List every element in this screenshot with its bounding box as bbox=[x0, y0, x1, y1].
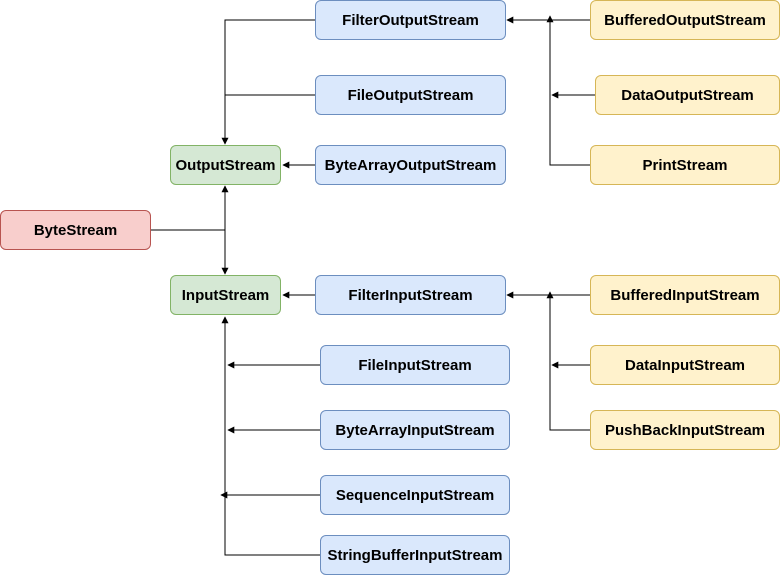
node-sequence-input-stream[interactable]: SequenceInputStream bbox=[320, 475, 510, 515]
node-input-stream[interactable]: InputStream bbox=[170, 275, 281, 315]
edge-printstream-filteroutputstream bbox=[546, 15, 590, 166]
node-filter-output-stream[interactable]: FilterOutputStream bbox=[315, 0, 506, 40]
edge-bytestream-outputstream bbox=[150, 185, 229, 231]
node-buffered-input-stream[interactable]: BufferedInputStream bbox=[590, 275, 780, 315]
edge-filteroutputstream-outputstream bbox=[221, 19, 315, 145]
node-byte-array-input-stream[interactable]: ByteArrayInputStream bbox=[320, 410, 510, 450]
node-file-output-stream[interactable]: FileOutputStream bbox=[315, 75, 506, 115]
node-data-input-stream[interactable]: DataInputStream bbox=[590, 345, 780, 385]
node-filter-input-stream[interactable]: FilterInputStream bbox=[315, 275, 506, 315]
node-file-input-stream[interactable]: FileInputStream bbox=[320, 345, 510, 385]
node-buffered-output-stream[interactable]: BufferedOutputStream bbox=[590, 0, 780, 40]
node-output-stream[interactable]: OutputStream bbox=[170, 145, 281, 185]
node-push-back-input-stream[interactable]: PushBackInputStream bbox=[590, 410, 780, 450]
node-byte-stream[interactable]: ByteStream bbox=[0, 210, 151, 250]
edge-pushbackinputstream-filterinputstream bbox=[546, 291, 590, 431]
node-byte-array-output-stream[interactable]: ByteArrayOutputStream bbox=[315, 145, 506, 185]
edge-stringbufferinputstream-inputstream bbox=[221, 316, 320, 556]
node-print-stream[interactable]: PrintStream bbox=[590, 145, 780, 185]
node-string-buffer-input-stream[interactable]: StringBufferInputStream bbox=[320, 535, 510, 575]
node-data-output-stream[interactable]: DataOutputStream bbox=[595, 75, 780, 115]
